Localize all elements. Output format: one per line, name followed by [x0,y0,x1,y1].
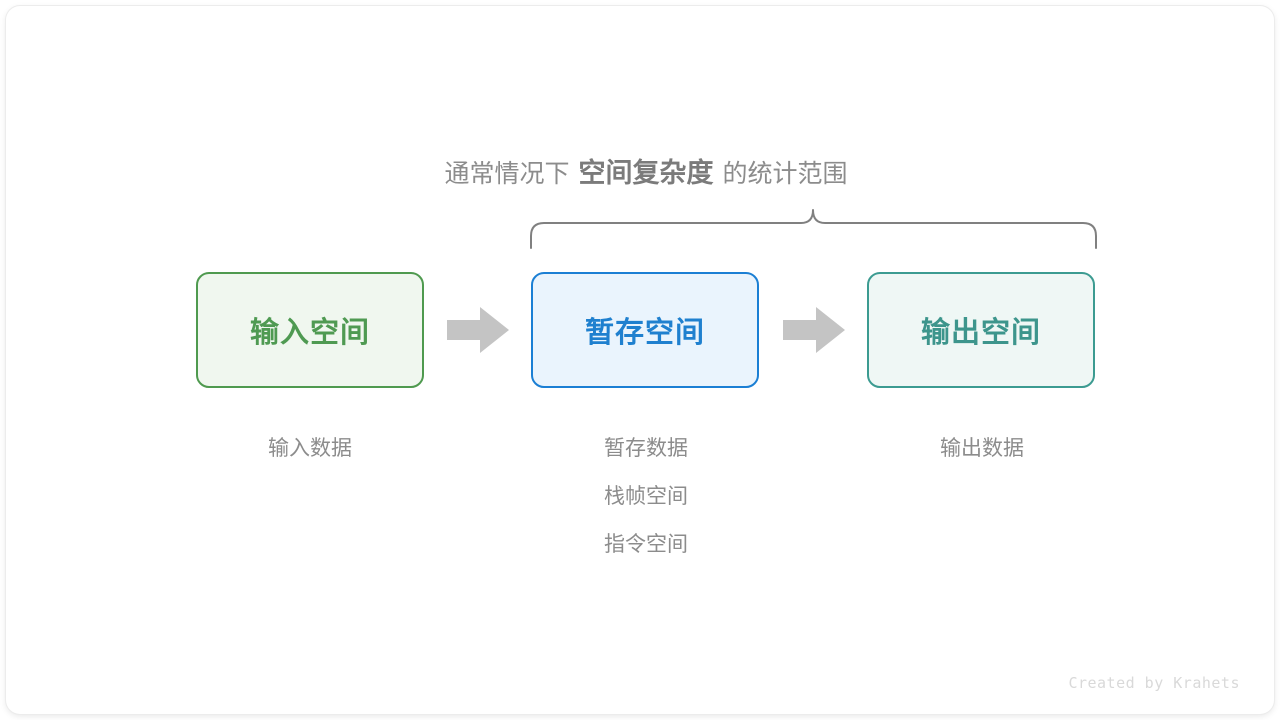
brace-label-prefix: 通常情况下 [444,160,570,188]
arrow-right-icon-2-svg [783,307,845,353]
caption-temp-0: 暂存数据 [604,437,688,460]
caption-output-0: 输出数据 [940,437,1024,460]
box-temp-space-label: 暂存空间 [584,317,705,349]
brace-label: 通常情况下空间复杂度的统计范围 [6,156,1274,191]
arrow-right-icon-2 [783,307,845,353]
curly-brace-path [530,209,1097,249]
arrow-right-icon-1 [447,307,509,353]
box-output-space-label: 输出空间 [920,317,1041,349]
curly-brace [521,202,1111,263]
brace-label-suffix: 的统计范围 [722,160,848,188]
caption-temp-2: 指令空间 [604,533,688,556]
brace-label-emphasis: 空间复杂度 [578,158,714,188]
caption-group-temp: 暂存数据 栈帧空间 指令空间 [496,425,796,569]
caption-group-input: 输入数据 [160,425,460,473]
box-output-space[interactable]: 输出空间 [867,272,1095,388]
arrow-right-icon-1-svg [447,307,509,353]
caption-temp-1: 栈帧空间 [604,485,688,508]
box-input-space-label: 输入空间 [249,317,370,349]
box-temp-space[interactable]: 暂存空间 [531,272,759,388]
box-input-space[interactable]: 输入空间 [196,272,424,388]
diagram-card: 通常情况下空间复杂度的统计范围 输入空间 暂存空间 输出空间 [6,6,1274,714]
credit-text: Created by Krahets [1068,674,1240,692]
caption-input-0: 输入数据 [268,437,352,460]
caption-group-output: 输出数据 [832,425,1132,473]
curly-brace-svg [530,209,1097,249]
